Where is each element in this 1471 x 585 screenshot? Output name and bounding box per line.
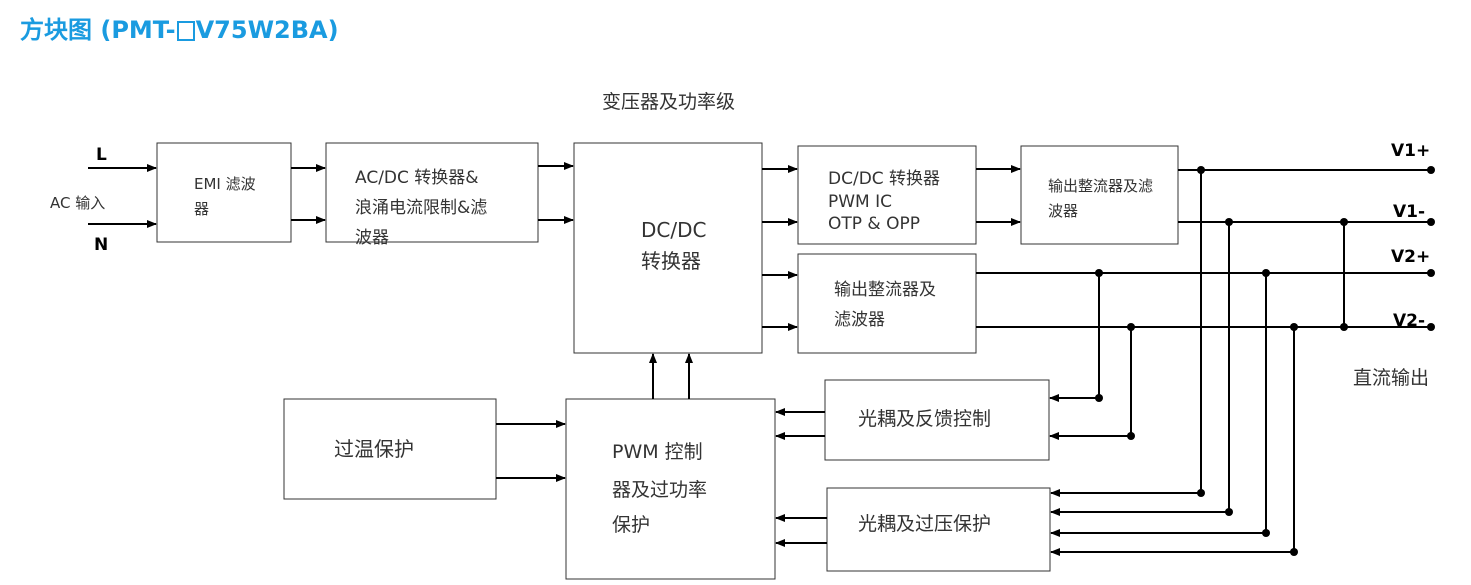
feedback-control-block: 光耦及反馈控制 (824, 379, 1050, 461)
pwm-controller-block: PWM 控制 器及过功率 保护 (565, 398, 776, 580)
placeholder-square-icon (176, 21, 195, 41)
acdc-line-3: 波器 (355, 228, 389, 248)
dcdc-main-line-2: 转换器 (641, 249, 701, 273)
title-prefix: 方块图 (PMT- (20, 16, 176, 44)
rect2-line-1: 输出整流器及 (834, 280, 936, 300)
acdc-converter-block: AC/DC 转换器& 浪涌电流限制&滤 波器 (325, 142, 539, 248)
page-title: 方块图 (PMT- V75W2BA) (20, 10, 339, 45)
dcdc2-line-3: OTP & OPP (828, 214, 920, 234)
acdc-line-2: 浪涌电流限制&滤 (355, 198, 487, 218)
input-N-label: N (94, 235, 108, 255)
v1-plus-terminal (1427, 166, 1435, 174)
acdc-line-1: AC/DC 转换器& (355, 168, 479, 188)
top-caption: 变压器及功率级 (602, 91, 735, 113)
v2-plus-label: V2+ (1391, 247, 1430, 267)
ovp-label: 光耦及过压保护 (858, 513, 991, 535)
ac-input-label: AC 输入 (50, 194, 105, 212)
v2-minus-label: V2- (1393, 311, 1425, 331)
dcdc2-line-1: DC/DC 转换器 (828, 169, 940, 189)
pwm-line-3: 保护 (612, 514, 650, 536)
pwm-line-1: PWM 控制 (612, 441, 703, 463)
dcdc-main-line-1: DC/DC (641, 218, 706, 242)
emi-line-1: EMI 滤波 (194, 175, 256, 193)
v1-minus-terminal (1427, 218, 1435, 226)
rect1-line-2: 波器 (1048, 202, 1078, 220)
emi-line-2: 器 (194, 200, 209, 218)
dcdc-pwm-block: DC/DC 转换器 PWM IC OTP & OPP (797, 145, 977, 245)
v1-plus-label: V1+ (1391, 141, 1430, 161)
input-L-label: L (96, 145, 107, 165)
rect1-line-1: 输出整流器及滤 (1048, 177, 1153, 195)
over-temp-protection-block: 过温保护 (283, 398, 497, 500)
otp-label: 过温保护 (334, 437, 414, 461)
v2-minus-terminal (1427, 323, 1435, 331)
pwm-line-2: 器及过功率 (612, 479, 707, 501)
rectifier-1-block: 输出整流器及滤 波器 (1020, 145, 1179, 245)
title-suffix: V75W2BA) (195, 16, 339, 44)
ovp-block: 光耦及过压保护 (826, 487, 1051, 572)
dc-output-label: 直流输出 (1353, 367, 1429, 389)
fb-label: 光耦及反馈控制 (858, 408, 991, 430)
dcdc2-line-2: PWM IC (828, 192, 892, 212)
rect2-line-2: 滤波器 (834, 310, 885, 330)
v2-plus-terminal (1427, 269, 1435, 277)
dcdc-main-block: DC/DC 转换器 (573, 142, 763, 354)
rectifier-2-block: 输出整流器及 滤波器 (797, 253, 977, 354)
v1-minus-label: V1- (1393, 202, 1425, 222)
emi-filter-block: EMI 滤波 器 (156, 142, 292, 243)
